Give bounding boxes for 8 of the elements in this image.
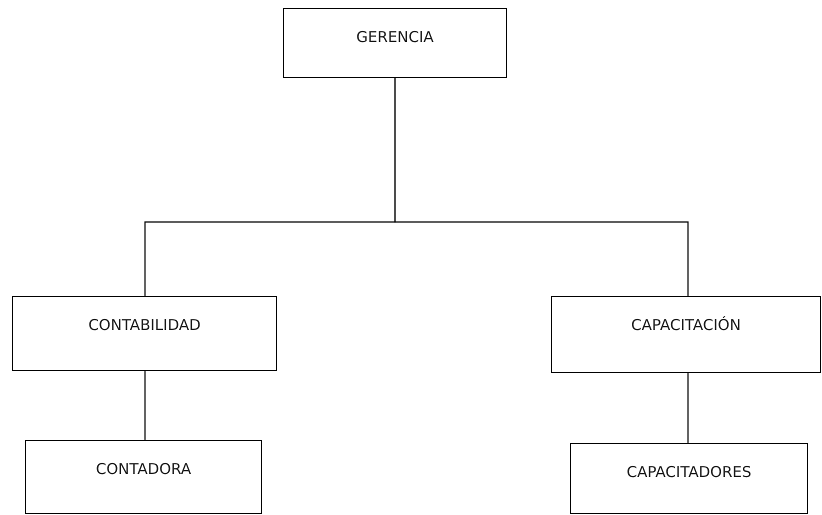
- connector-line: [687, 373, 689, 443]
- org-box: GERENCIA: [283, 8, 507, 78]
- org-box: CAPACITADORES: [570, 443, 808, 514]
- org-box: CONTABILIDAD: [12, 296, 277, 371]
- connector-line: [144, 371, 146, 440]
- org-box: CAPACITACIÓN: [551, 296, 821, 373]
- connector-line: [394, 78, 689, 296]
- org-box: CONTADORA: [25, 440, 262, 514]
